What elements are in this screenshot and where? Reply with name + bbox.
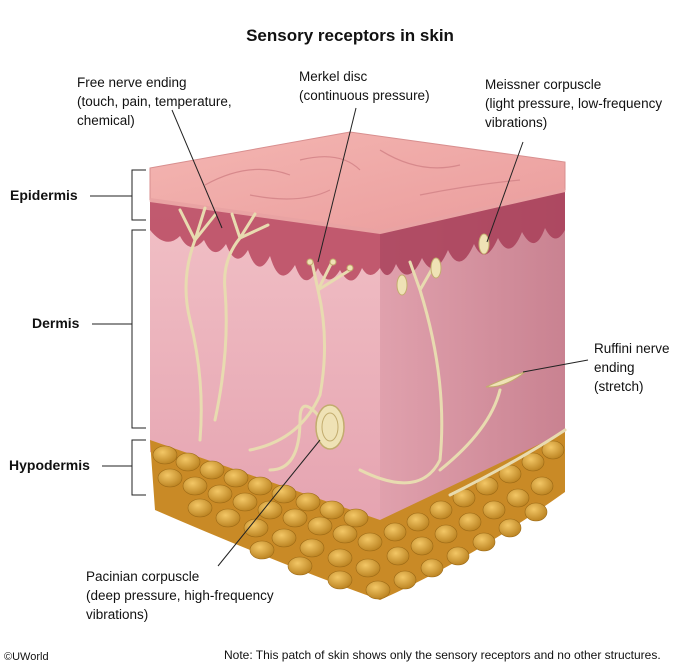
dermis-label: Dermis [32, 315, 80, 331]
ruffini-ending-title-2: ending [594, 360, 635, 375]
meissner-corpuscle-shape [430, 257, 442, 279]
meissner-corpuscle-title: Meissner corpuscle [485, 77, 602, 92]
pacinian-corpuscle-title: Pacinian corpuscle [86, 569, 200, 584]
leader-lines [171, 107, 589, 567]
layer-brackets [90, 169, 146, 496]
copyright-text: ©UWorld [4, 651, 49, 663]
pacinian-corpuscle-desc-1: (deep pressure, high-frequency [86, 588, 274, 603]
nerve-fibers [178, 206, 567, 497]
dermis-side-face [380, 190, 565, 530]
free-nerve-ending-label: Free nerve ending (touch, pain, temperat… [77, 73, 232, 130]
meissner-corpuscle-label: Meissner corpuscle (light pressure, low-… [485, 75, 662, 132]
free-nerve-ending-desc-1: (touch, pain, temperature, [77, 94, 232, 109]
footer-note: Note: This patch of skin shows only the … [224, 648, 661, 662]
epidermis-front-band [150, 200, 380, 281]
diagram-title: Sensory receptors in skin [246, 26, 454, 45]
hypodermis-fat [150, 432, 565, 600]
ruffini-ending-desc: (stretch) [594, 379, 644, 394]
epidermis-side-band [380, 190, 565, 276]
merkel-disc-title: Merkel disc [299, 69, 368, 84]
ruffini-ending-title: Ruffini nerve [594, 341, 670, 356]
free-nerve-ending-desc-2: chemical) [77, 113, 135, 128]
ruffini-ending-label: Ruffini nerve ending (stretch) [594, 339, 670, 396]
pacinian-corpuscle-desc-2: vibrations) [86, 607, 149, 622]
pacinian-corpuscle-shape [315, 404, 345, 450]
hypodermis-label: Hypodermis [9, 457, 90, 473]
merkel-disc-label: Merkel disc (continuous pressure) [299, 67, 430, 105]
merkel-disc-desc: (continuous pressure) [299, 88, 430, 103]
meissner-corpuscle-desc-2: vibrations) [485, 115, 548, 130]
pacinian-corpuscle-label: Pacinian corpuscle (deep pressure, high-… [86, 567, 274, 624]
free-nerve-ending-title: Free nerve ending [77, 75, 187, 90]
merkel-disc-shapes [306, 258, 354, 272]
epidermis-label: Epidermis [10, 187, 78, 203]
meissner-corpuscle-desc-1: (light pressure, low-frequency [485, 96, 663, 111]
